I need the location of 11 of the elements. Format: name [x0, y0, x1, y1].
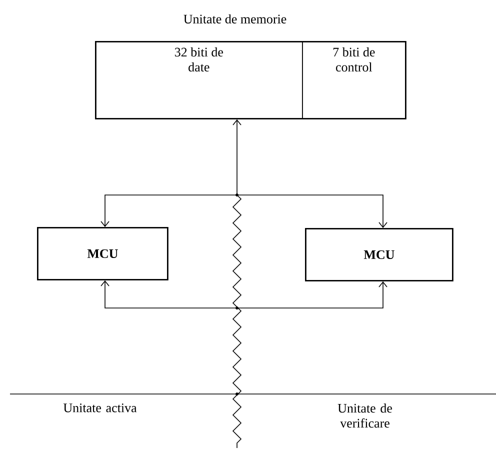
- bus-arrow: [236, 194, 388, 228]
- memory-cell: 32 biti de date: [95, 41, 303, 119]
- mcu-box: MCU: [37, 227, 168, 280]
- area-label: Unitate de verificare: [338, 404, 392, 428]
- bus-arrow: [100, 280, 388, 308]
- area-label: Unitate activa: [63, 404, 137, 412]
- node-label: Unitate de memorie: [184, 14, 286, 24]
- bus-arrow: [232, 119, 242, 196]
- bus-arrow: [100, 194, 238, 227]
- mcu-box: MCU: [305, 228, 454, 282]
- memory-cell: 7 biti de control: [302, 41, 406, 119]
